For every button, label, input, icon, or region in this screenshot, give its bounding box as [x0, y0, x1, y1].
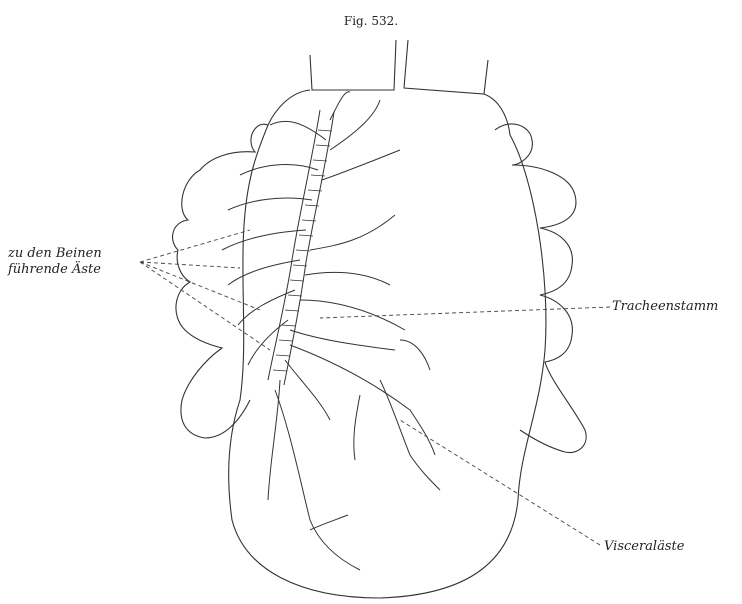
label-leg-branches-line1: zu den Beinen — [8, 246, 102, 262]
label-leg-branches: zu den Beinen führende Äste — [8, 246, 102, 278]
label-tracheal-trunk: Tracheenstamm — [612, 299, 718, 315]
label-visceral-branches: Visceraläste — [604, 539, 684, 555]
label-leg-branches-line2: führende Äste — [8, 262, 102, 278]
